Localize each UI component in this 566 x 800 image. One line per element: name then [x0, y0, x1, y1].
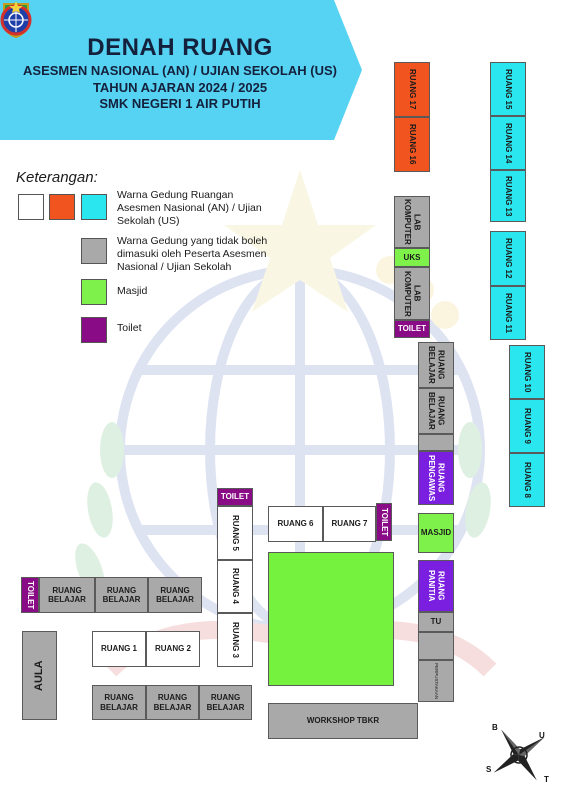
room-ruang-4: RUANG 4: [217, 560, 253, 613]
legend-swatch-green: [81, 279, 107, 305]
room-ruang-14: RUANG 14: [490, 116, 526, 170]
legend-swatch-cyan: [81, 194, 107, 220]
legend-text-exam-rooms: Warna Gedung Ruangan Asesmen Nasional (A…: [117, 189, 262, 227]
room-toilet-top: TOILET: [394, 320, 430, 338]
room-ruang-15: RUANG 15: [490, 62, 526, 116]
room-ruang-5: RUANG 5: [217, 506, 253, 560]
room-lab-komputer-2: LAB KOMPUTER: [394, 267, 430, 320]
room-ruang-13: RUANG 13: [490, 170, 526, 222]
room-toilet-left: TOILET: [21, 577, 39, 613]
room-grey-block: [418, 632, 454, 660]
legend-text-masjid: Masjid: [117, 285, 148, 297]
compass-label-s: S: [486, 765, 492, 774]
room-ruang-belajar-bottom-3: RUANG BELAJAR: [199, 685, 252, 720]
room-ruang-1: RUANG 1: [92, 631, 146, 667]
room-ruang-17: RUANG 17: [394, 62, 430, 117]
room-ruang-belajar-bottom-1: RUANG BELAJAR: [92, 685, 146, 720]
room-ruang-3: RUANG 3: [217, 613, 253, 667]
compass-rose-icon: B U T S: [486, 723, 549, 784]
room-aula: AULA: [22, 631, 57, 720]
room-ruang-2: RUANG 2: [146, 631, 200, 667]
room-ruang-16: RUANG 16: [394, 117, 430, 172]
legend-swatch-purple: [81, 317, 107, 343]
room-ruang-10: RUANG 10: [509, 345, 545, 399]
room-ruang-6: RUANG 6: [268, 506, 323, 542]
legend-text-toilet: Toilet: [117, 322, 142, 334]
room-ruang-8: RUANG 8: [509, 453, 545, 507]
legend-swatch-orange: [49, 194, 75, 220]
school-emblem-icon: [0, 1, 32, 36]
room-workshop-tbkr: WORKSHOP TBKR: [268, 703, 418, 739]
room-toilet-r7: TOILET: [376, 503, 392, 541]
room-ruang-panitia: RUANG PANITIA: [418, 560, 454, 612]
field-lapangan: [268, 552, 394, 686]
room-perpustakaan: PERPUSTAKAAN: [418, 660, 454, 702]
room-uks: UKS: [394, 248, 430, 267]
room-ruang-11: RUANG 11: [490, 286, 526, 340]
subtitle-year: TAHUN AJARAN 2024 / 2025: [92, 80, 268, 95]
room-corridor-grey: [418, 434, 454, 451]
compass-label-b: B: [492, 723, 498, 732]
compass-label-u: U: [539, 731, 545, 740]
room-ruang-12: RUANG 12: [490, 231, 526, 286]
room-ruang-belajar-right-1: RUANG BELAJAR: [418, 342, 454, 388]
room-masjid: MASJID: [418, 513, 454, 553]
legend-title: Keterangan:: [16, 169, 98, 186]
room-lab-komputer-1: LAB KOMPUTER: [394, 196, 430, 248]
subtitle-school: SMK NEGERI 1 AIR PUTIH: [99, 96, 261, 111]
room-ruang-pengawas: RUANG PENGAWAS: [418, 451, 454, 505]
page-title: DENAH RUANG: [87, 34, 273, 61]
banner-background: [0, 0, 362, 140]
room-ruang-belajar-left-3: RUANG BELAJAR: [148, 577, 202, 613]
compass-label-t: T: [544, 775, 549, 784]
room-ruang-belajar-right-2: RUANG BELAJAR: [418, 388, 454, 434]
legend-text-restricted: Warna Gedung yang tidak boleh dimasuki o…: [117, 235, 268, 273]
room-toilet-mid: TOILET: [217, 488, 253, 506]
subtitle-exam: ASESMEN NASIONAL (AN) / UJIAN SEKOLAH (U…: [23, 63, 337, 78]
room-ruang-belajar-left-1: RUANG BELAJAR: [39, 577, 95, 613]
legend-swatch-white: [18, 194, 44, 220]
header-banner: DENAH RUANG ASESMEN NASIONAL (AN) / UJIA…: [0, 0, 362, 140]
room-ruang-belajar-left-2: RUANG BELAJAR: [95, 577, 148, 613]
room-ruang-7: RUANG 7: [323, 506, 376, 542]
room-ruang-belajar-bottom-2: RUANG BELAJAR: [146, 685, 199, 720]
legend-swatch-grey: [81, 238, 107, 264]
room-ruang-9: RUANG 9: [509, 399, 545, 453]
room-tu: TU: [418, 612, 454, 632]
